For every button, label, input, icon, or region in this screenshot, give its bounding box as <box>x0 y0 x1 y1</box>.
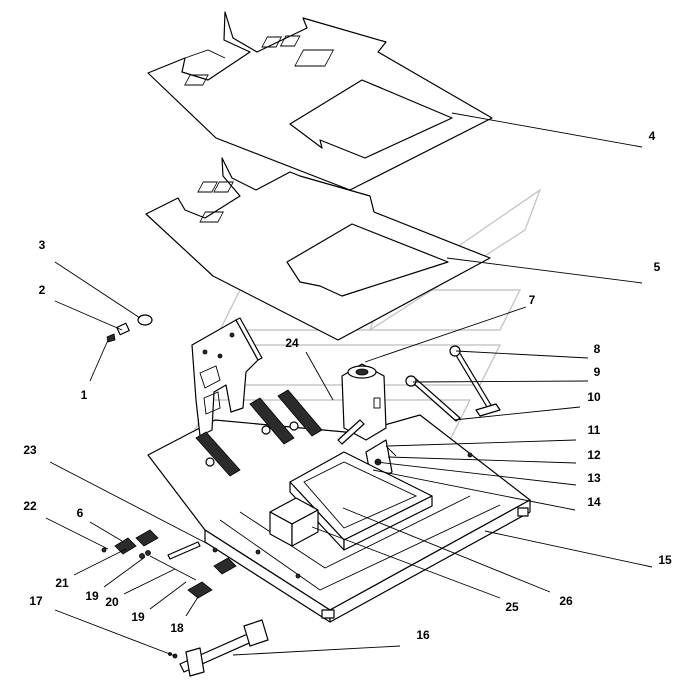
leader-line-c16 <box>232 645 401 656</box>
callout-label-c11: 11 <box>588 423 601 437</box>
leader-line-c7 <box>364 306 527 363</box>
leader-line-c8 <box>455 350 589 359</box>
leader-line-c15 <box>484 530 653 568</box>
callout-label-c21: 21 <box>55 576 69 590</box>
leader-line-c26 <box>342 507 551 593</box>
pedal-bracket <box>191 317 263 437</box>
callout-label-c6: 6 <box>77 506 84 520</box>
callout-label-c12: 12 <box>587 448 601 462</box>
leader-line-c9 <box>412 380 589 383</box>
leader-line-c23 <box>49 461 209 545</box>
callout-label-c20: 20 <box>105 595 119 609</box>
leader-line-c2 <box>54 300 123 331</box>
leader-line-c13 <box>375 461 577 486</box>
callout-label-c1: 1 <box>81 388 88 402</box>
leader-line-c14 <box>372 469 576 511</box>
leader-line-c19a <box>103 556 146 588</box>
callout-label-c2: 2 <box>39 283 46 297</box>
leader-line-c6 <box>89 521 123 542</box>
callout-label-c9: 9 <box>594 365 601 379</box>
callout-label-c15: 15 <box>658 553 672 567</box>
callout-label-c16: 16 <box>416 628 430 642</box>
callout-label-c7: 7 <box>529 293 536 307</box>
leader-line-c18 <box>185 596 199 617</box>
callout-label-c14: 14 <box>587 495 601 509</box>
callout-label-c4: 4 <box>649 129 656 143</box>
leader-line-c1 <box>89 339 109 382</box>
callout-label-c19b: 19 <box>131 610 145 624</box>
leader-line-c4 <box>451 112 643 148</box>
callout-label-c22: 22 <box>23 499 37 513</box>
callout-label-c24: 24 <box>285 336 299 350</box>
hardware <box>101 529 237 599</box>
callout-label-c5: 5 <box>654 260 661 274</box>
floor-mat-upper <box>147 11 493 191</box>
leader-line-c5 <box>446 257 643 284</box>
callout-label-c23: 23 <box>23 443 37 457</box>
leader-line-c10 <box>453 406 581 421</box>
leader-line-c20 <box>123 568 176 595</box>
leader-line-c17 <box>54 609 176 657</box>
callout-label-c10: 10 <box>587 390 601 404</box>
leader-line-c12 <box>387 456 577 464</box>
leader-line-c25 <box>311 526 501 599</box>
callout-label-c13: 13 <box>587 471 601 485</box>
floor-mat-lower <box>145 157 491 341</box>
leader-line-c11 <box>387 439 577 447</box>
callout-label-c18: 18 <box>170 621 184 635</box>
pedals <box>195 389 323 477</box>
control-column <box>337 363 387 445</box>
leader-line-c21 <box>73 548 127 576</box>
leader-line-c19b <box>149 581 187 610</box>
leader-line-c22 <box>45 517 109 550</box>
callout-label-c8: 8 <box>594 342 601 356</box>
callout-label-c25: 25 <box>505 600 519 614</box>
callout-label-c26: 26 <box>559 594 573 608</box>
battery <box>269 497 319 547</box>
callout-label-c3: 3 <box>39 238 46 252</box>
callout-label-c19a: 19 <box>85 589 99 603</box>
bolt-parts <box>106 314 153 343</box>
leader-line-c3 <box>54 261 141 319</box>
linkage <box>168 619 269 677</box>
callout-label-c17: 17 <box>29 594 43 608</box>
levers <box>405 345 501 422</box>
leader-line-c24 <box>305 351 334 401</box>
